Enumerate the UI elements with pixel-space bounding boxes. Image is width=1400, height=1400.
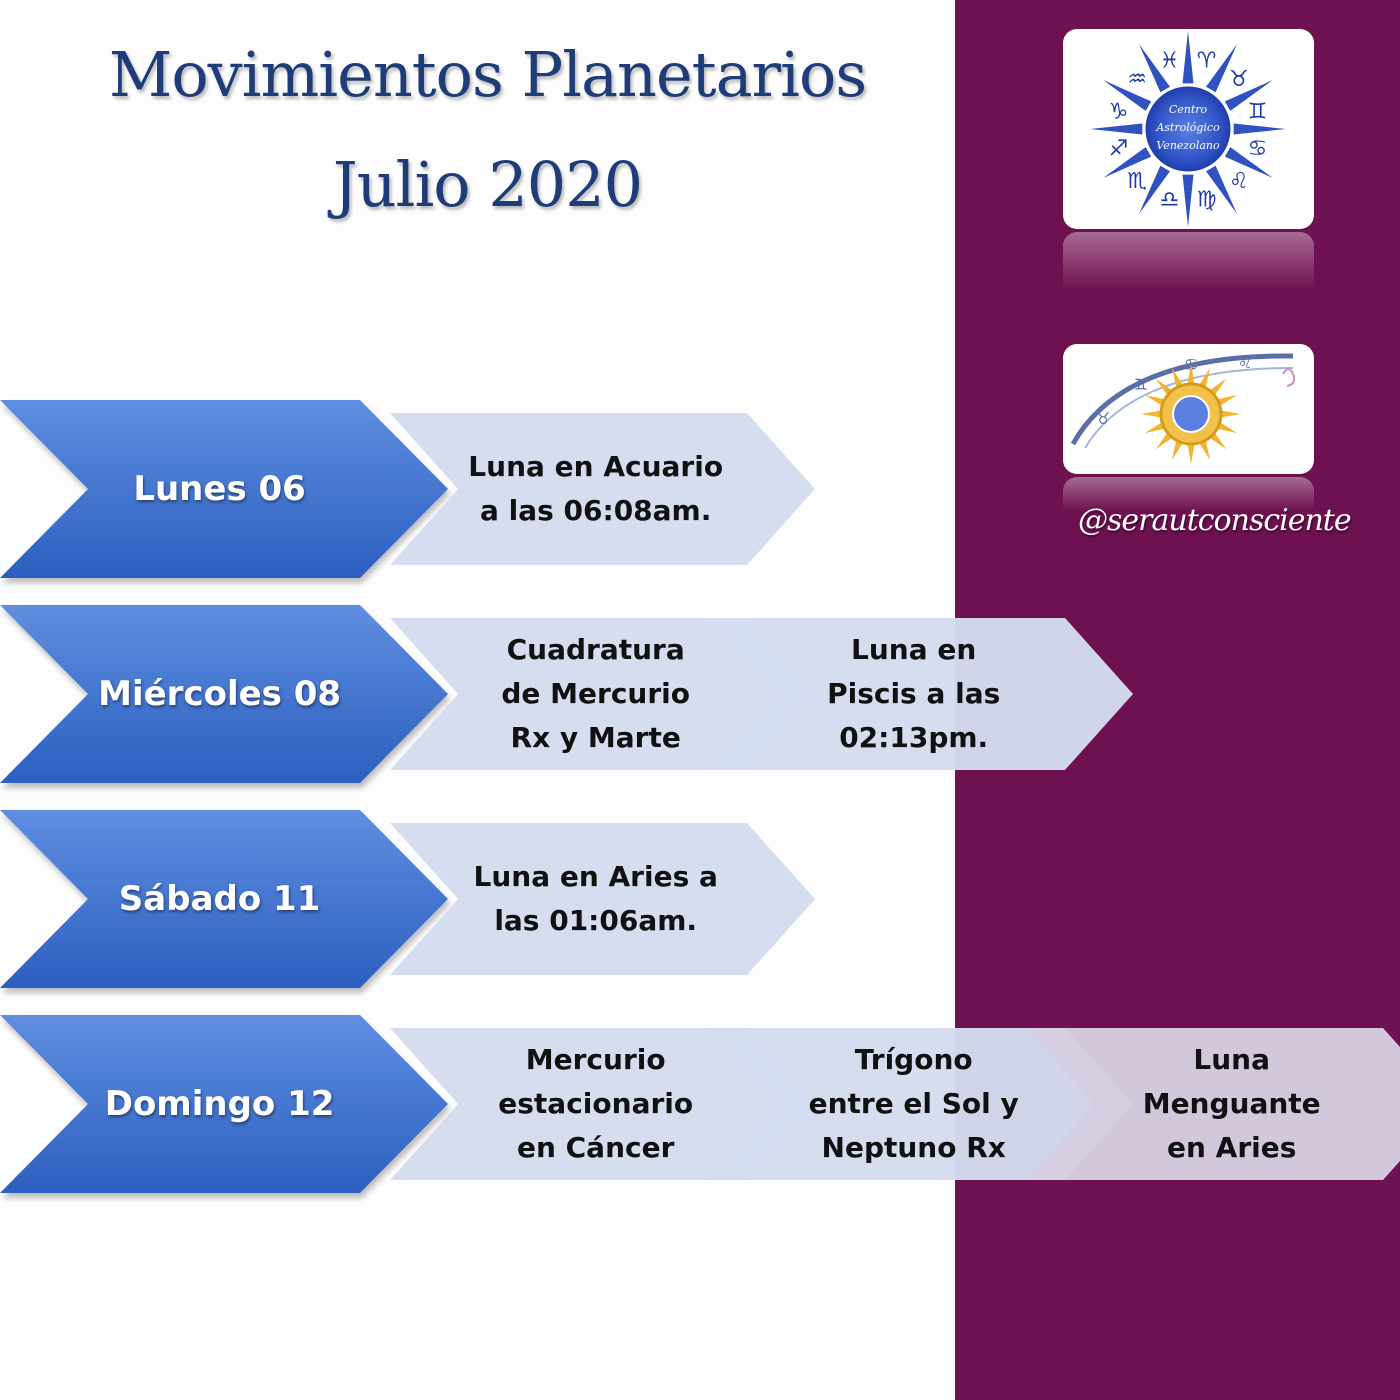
zodiac-ray: [1090, 123, 1143, 135]
event-label: Trígono entre el Sol y Neptuno Rx: [756, 1028, 1072, 1180]
sun-logo-reflection: [1063, 477, 1314, 511]
event-label: Cuadratura de Mercurio Rx y Marte: [438, 618, 754, 770]
day-chevron: [0, 400, 448, 578]
zodiac-logo: ♈ ♉ ♊ ♋ ♌ ♍ ♎ ♏ ♐ ♑ ♒ ♓ Centro Astrológico Venezola…: [1063, 29, 1314, 229]
zodiac-glyph-icon: ♉: [1229, 67, 1249, 92]
event-label-line: Menguante: [1142, 1087, 1321, 1120]
event-label-line: en Aries: [1166, 1131, 1297, 1164]
zodiac-ray: [1233, 123, 1286, 135]
event-label-line: Piscis a las: [827, 677, 1001, 710]
day-label: Miércoles 08: [98, 674, 342, 714]
event-chevron: [390, 823, 815, 975]
zodiac-wheel-icon: ♈ ♉ ♊ ♋ ♌ ♍ ♎ ♏ ♐ ♑ ♒ ♓ Centro Astrológico Venezola…: [1090, 31, 1286, 227]
day-label: Lunes 06: [133, 469, 306, 509]
event-chevron: [390, 618, 815, 770]
logo-text-line-1: Centro: [1169, 103, 1208, 116]
logo-text-line-2: Astrológico: [1155, 121, 1220, 134]
zodiac-glyph-icon: ♏: [1127, 169, 1147, 194]
event-label-line: Luna en: [851, 633, 977, 666]
zodiac-logo-reflection: [1063, 232, 1314, 290]
zodiac-ray: [1103, 80, 1152, 111]
title-line-2: Julio 2020: [332, 148, 643, 221]
event-label-line: Luna: [1193, 1043, 1270, 1076]
title-line-1: Movimientos Planetarios: [108, 38, 867, 111]
sun-glyph-icon: ♌: [1238, 353, 1252, 372]
event-label-line: de Mercurio: [501, 677, 690, 710]
zodiac-ray: [1139, 44, 1170, 93]
zodiac-glyph-icon: ♈: [1197, 48, 1217, 73]
day-chevron: [0, 1015, 448, 1193]
logo-text-line-3: Venezolano: [1156, 139, 1220, 152]
event-label-line: 02:13pm.: [839, 721, 989, 754]
zodiac-ray: [1182, 31, 1194, 84]
event-chevron: [708, 618, 1133, 770]
event-label-line: Luna en Aries a: [473, 860, 718, 893]
event-label-line: Trígono: [854, 1043, 973, 1076]
zodiac-glyph-icon: ♒: [1127, 67, 1147, 92]
event-chevron: [390, 413, 815, 565]
sun-glyph-icon: ♊: [1134, 375, 1148, 394]
zodiac-ray: [1206, 44, 1237, 93]
day-label: Domingo 12: [104, 1084, 335, 1124]
zodiac-ray: [1139, 165, 1170, 214]
event-label-line: entre el Sol y: [808, 1087, 1019, 1120]
event-label-line: Mercurio: [525, 1043, 666, 1076]
event-label: Luna en Piscis a las 02:13pm.: [756, 618, 1072, 770]
sun-ray: [1187, 441, 1195, 464]
sun-ray: [1218, 410, 1241, 418]
zodiac-ray: [1182, 174, 1194, 227]
zodiac-glyph-icon: ♐: [1109, 137, 1129, 162]
event-label: Luna en Aries a las 01:06am.: [438, 823, 754, 975]
zodiac-glyph-icon: ♋: [1248, 137, 1268, 162]
zodiac-ray: [1206, 165, 1237, 214]
day-label: Sábado 11: [118, 879, 321, 919]
sun-emblem-icon: ♉♊♋♌: [1070, 353, 1296, 464]
event-label-line: Luna en Acuario: [468, 450, 724, 483]
event-label: Mercurio estacionario en Cáncer: [438, 1028, 754, 1180]
sun-logo: ♉♊♋♌: [1063, 344, 1314, 474]
zodiac-ray: [1103, 147, 1152, 178]
zodiac-glyph-icon: ♌: [1229, 169, 1249, 194]
zodiac-ray: [1224, 80, 1273, 111]
day-chevron: [0, 605, 448, 783]
sun-ray: [1141, 410, 1164, 418]
zodiac-glyph-icon: ♑: [1109, 99, 1129, 124]
event-label-line: Neptuno Rx: [821, 1131, 1006, 1164]
sun-ray: [1187, 364, 1195, 387]
event-label-line: estacionario: [498, 1087, 694, 1120]
event-label-line: Rx y Marte: [510, 721, 681, 754]
zodiac-glyph-icon: ♓: [1159, 48, 1179, 73]
event-chevron: [390, 1028, 815, 1180]
day-chevron: [0, 810, 448, 988]
zodiac-glyph-icon: ♎: [1159, 188, 1179, 213]
event-label-line: en Cáncer: [516, 1131, 675, 1164]
event-chevron: [1026, 1028, 1400, 1180]
event-label-line: Cuadratura: [506, 633, 685, 666]
social-handle: @serautconsciente: [1078, 503, 1352, 538]
zodiac-ray: [1224, 147, 1273, 178]
event-chevron: [708, 1028, 1133, 1180]
event-label-line: las 01:06am.: [494, 904, 698, 937]
sun-glyph-icon: ♉: [1096, 409, 1110, 428]
event-label-line: a las 06:08am.: [479, 494, 712, 527]
zodiac-glyph-icon: ♍: [1197, 188, 1217, 213]
event-label: Luna en Acuario a las 06:08am.: [438, 413, 754, 565]
zodiac-glyph-icon: ♊: [1248, 99, 1268, 124]
